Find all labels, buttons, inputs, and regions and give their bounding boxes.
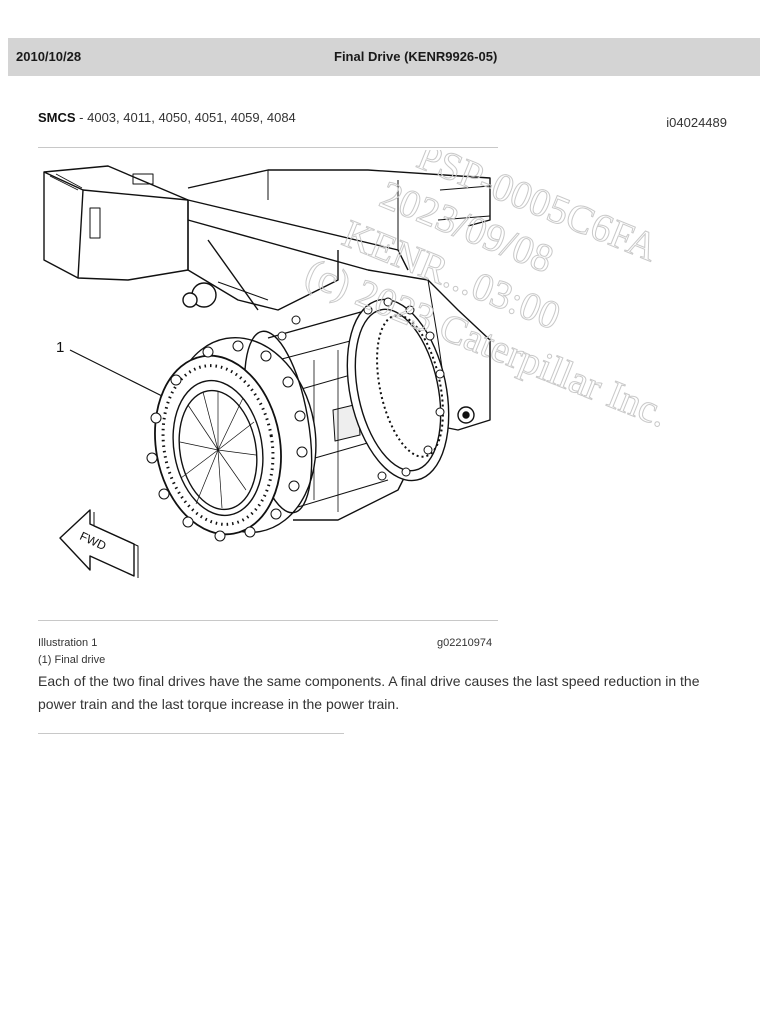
smcs-codes: - 4003, 4011, 4050, 4051, 4059, 4084 [75,110,296,125]
divider-bottom [38,733,344,734]
smcs-line: SMCS - 4003, 4011, 4050, 4051, 4059, 408… [38,110,296,125]
callout-number: 1 [56,339,64,356]
illustration-caption: Illustration 1 [38,637,98,649]
smcs-label: SMCS [38,110,76,125]
body-paragraph: Each of the two final drives have the sa… [38,673,700,712]
graphic-id: g02210974 [437,637,493,649]
illustration-callout-ref: (1) Final drive [38,654,106,666]
final-drive-illustration: 1 FWD [43,165,491,578]
header-date: 2010/10/28 [16,49,82,64]
document-id: i04024489 [666,115,727,130]
header-bar: 2010/10/28 Final Drive (KENR9926-05) [8,38,760,76]
divider-middle [38,620,498,621]
header-title: Final Drive (KENR9926-05) [334,49,498,64]
divider-top [38,147,498,148]
